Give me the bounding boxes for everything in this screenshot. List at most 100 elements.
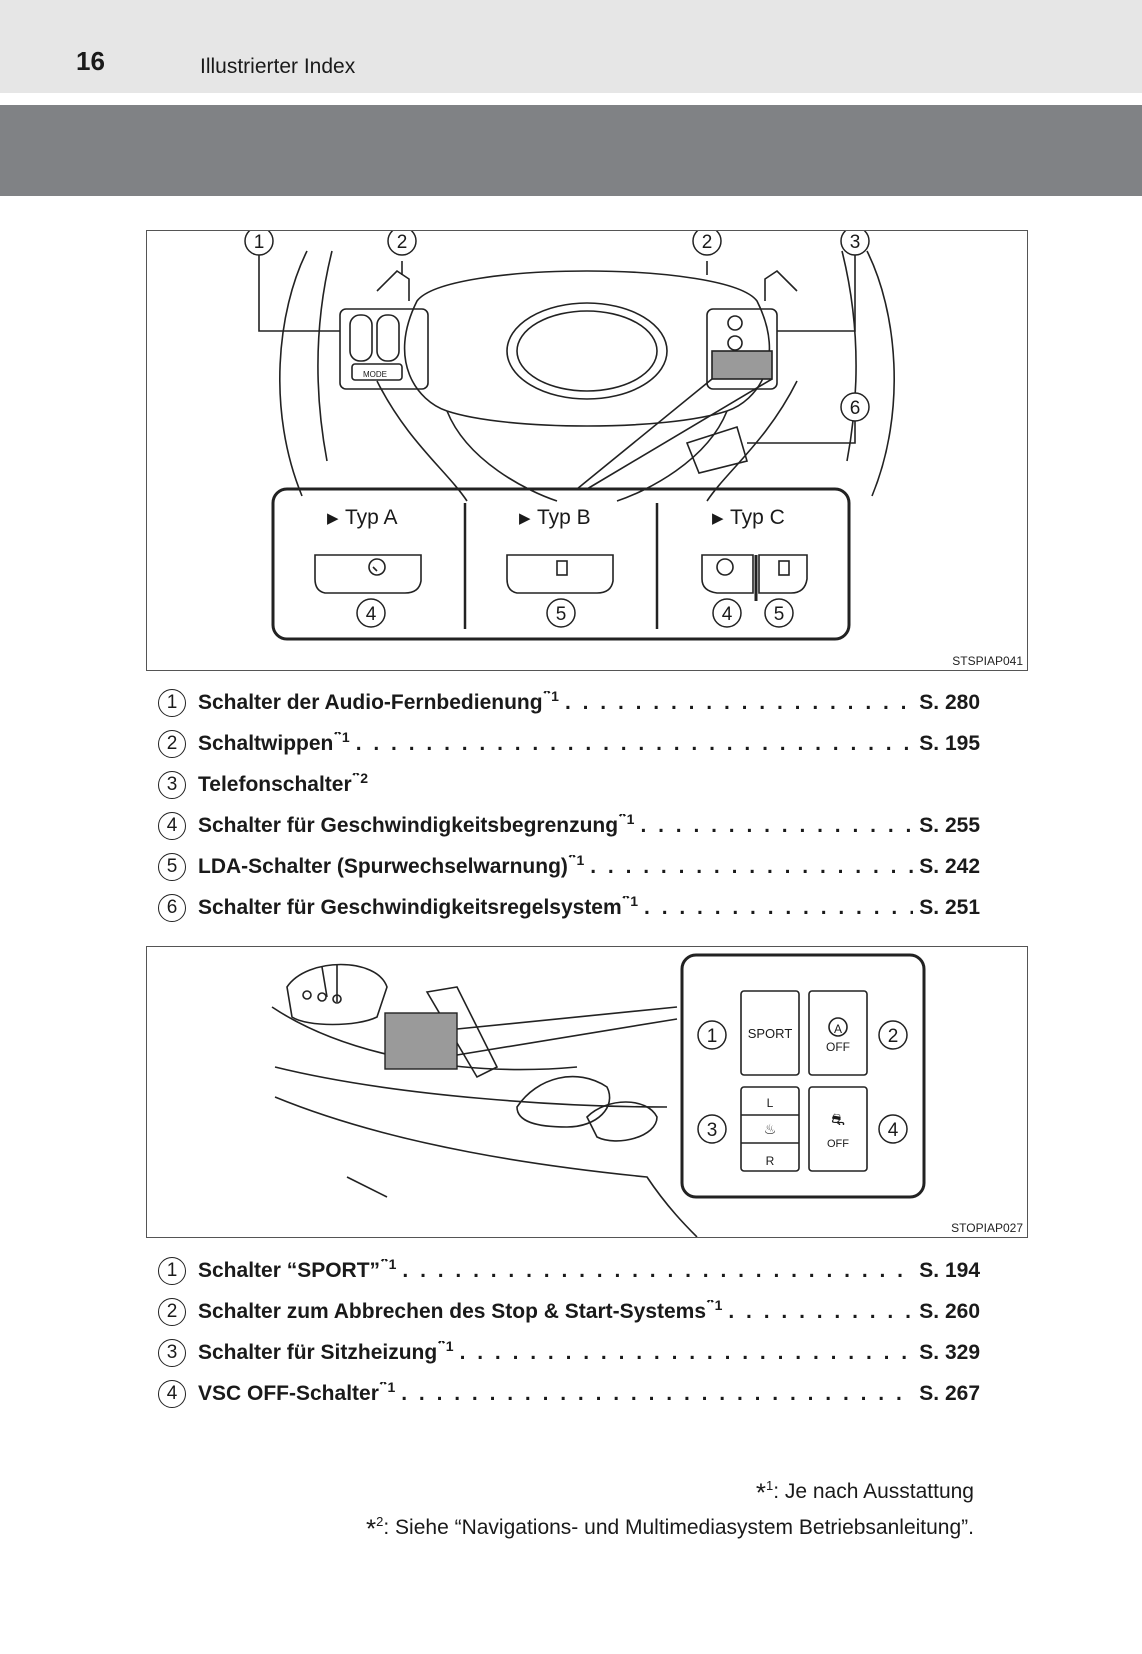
item-label: Schaltwippen*1 [198, 732, 350, 756]
item-entry: Schaltwippen*1. . . . . . . . . . . . . … [198, 732, 980, 756]
callout-4-typ-c-label: 4 [722, 604, 733, 625]
dot-leader: . . . . . . . . . . . . . . . . . . . . … [401, 1381, 913, 1405]
callout-1-label: 1 [707, 1026, 718, 1047]
item-label: Telefonschalter*2 [198, 773, 368, 797]
callout-2-label: 2 [888, 1026, 899, 1047]
list-item: 2 Schalter zum Abbrechen des Stop & Start… [158, 1291, 980, 1332]
item-number: 6 [158, 893, 186, 922]
panel-label-typ-c: Typ C [730, 506, 785, 529]
steering-wheel-illustration: 1 2 2 3 6 4 5 4 5 ▶ Typ A ▶ Typ B ▶ Typ … [244, 231, 895, 641]
seat-heater-l-label: L [767, 1096, 774, 1110]
sport-switch-label: SPORT [748, 1026, 793, 1041]
callout-1 [244, 231, 274, 256]
callout-4 [878, 1114, 908, 1144]
callout-5-typ-c-label: 5 [774, 604, 785, 625]
item-entry: Schalter der Audio-Fernbedienung*1. . . … [198, 691, 980, 715]
item-number: 4 [158, 1379, 186, 1408]
callout-1-label: 1 [254, 232, 265, 253]
highlighted-switch-cluster [384, 1012, 458, 1070]
page-reference: S. 251 [919, 895, 980, 919]
callout-6 [840, 392, 870, 422]
footnote-text: : Siehe “Navigations- und Multimediasyst… [383, 1516, 974, 1540]
panel-label-typ-b: Typ B [537, 506, 591, 529]
item-number: 1 [158, 688, 186, 717]
console-illustration: 1 2 3 4 SPORT A OFF L ♨ R ⛐ OFF [271, 953, 926, 1237]
footnote-line: *2: Siehe “Navigations- und Multimediasy… [366, 1513, 974, 1544]
item-entry: LDA-Schalter (Spurwechselwarnung)*1. . .… [198, 855, 980, 879]
play-marker-icon: ▶ [712, 510, 724, 527]
section-banner [0, 105, 1142, 196]
item-label: Schalter für Sitzheizung*1 [198, 1341, 454, 1365]
footnote-marker: *1 [567, 854, 585, 870]
footnote-marker: *1 [333, 731, 350, 747]
item-number: 2 [158, 1297, 186, 1326]
footnote-line: *1: Je nach Ausstattung [755, 1477, 974, 1508]
item-number: 4 [158, 811, 186, 840]
page-reference: S. 329 [919, 1340, 980, 1364]
footnote-marker: *1 [378, 1381, 396, 1397]
item-number: 5 [158, 852, 186, 881]
item-label: Schalter für Geschwindigkeitsbegrenzung*… [198, 814, 634, 838]
item-entry: VSC OFF-Schalter*1. . . . . . . . . . . … [198, 1382, 980, 1406]
list-item: 5 LDA-Schalter (Spurwechselwarnung)*1. . … [158, 846, 980, 887]
item-entry: Schalter für Geschwindigkeitsbegrenzung*… [198, 814, 980, 838]
seat-heater-icon: ♨ [764, 1121, 777, 1137]
callout-2 [878, 1020, 908, 1050]
callout-5-typ-b-label: 5 [556, 604, 567, 625]
dot-leader: . . . . . . . . . . . . . . . . . . . . … [640, 813, 913, 837]
list-item: 3 Telefonschalter*2 [158, 764, 980, 805]
console-figure: 1 2 3 4 SPORT A OFF L ♨ R ⛐ OFF STOPIAP0… [146, 946, 1028, 1238]
dot-leader: . . . . . . . . . . . . . . . . . . . . … [355, 731, 914, 755]
item-number: 3 [158, 770, 186, 799]
item-label: LDA-Schalter (Spurwechselwarnung)*1 [198, 855, 584, 879]
dot-leader: . . . . . . . . . . . . . . . . . . . . … [728, 1299, 914, 1323]
item-label: Schalter der Audio-Fernbedienung*1 [198, 691, 559, 715]
dot-leader: . . . . . . . . . . . . . . . . . . . . … [564, 690, 913, 714]
section-title: Illustrierter Index [200, 55, 356, 78]
steering-wheel-figure: 1 2 2 3 6 4 5 4 5 ▶ Typ A ▶ Typ B ▶ Typ … [146, 230, 1028, 671]
footnote-text: : Je nach Ausstattung [773, 1480, 974, 1503]
dot-leader: . . . . . . . . . . . . . . . . . . . . … [459, 1340, 914, 1364]
item-entry: Schalter für Sitzheizung*1. . . . . . . … [198, 1341, 980, 1365]
footnotes: *1: Je nach Ausstattung *2: Siehe “Naviga… [366, 1471, 974, 1544]
page-reference: S. 255 [919, 813, 980, 837]
page-reference: S. 194 [919, 1258, 980, 1282]
callout-6-label: 6 [850, 398, 861, 419]
footnote-marker: *1 [621, 895, 639, 911]
header-bar: 16 Illustrierter Index [0, 0, 1142, 93]
callout-4-typ-a-label: 4 [366, 604, 377, 625]
footnote-marker: *1 [380, 1258, 397, 1274]
callout-2-right [692, 231, 722, 256]
list-item: 4 Schalter für Geschwindigkeitsbegrenzung… [158, 805, 980, 846]
dot-leader: . . . . . . . . . . . . . . . . . . . . … [402, 1258, 913, 1282]
item-label: Schalter “SPORT”*1 [198, 1259, 396, 1283]
play-marker-icon: ▶ [519, 510, 531, 527]
figure-code: STSPIAP041 [952, 654, 1023, 668]
page-reference: S. 260 [919, 1299, 980, 1323]
list-item: 4 VSC OFF-Schalter*1. . . . . . . . . . .… [158, 1373, 980, 1414]
item-entry: Schalter zum Abbrechen des Stop & Start-… [198, 1300, 980, 1324]
seat-heater-r-label: R [766, 1154, 775, 1168]
play-marker-icon: ▶ [327, 510, 339, 527]
footnote-marker: *1 [437, 1340, 454, 1356]
list-item: 1 Schalter der Audio-Fernbedienung*1. . .… [158, 682, 980, 723]
item-label: Schalter zum Abbrechen des Stop & Start-… [198, 1300, 722, 1324]
callout-3-label: 3 [850, 232, 861, 253]
footnote-marker: *1 [542, 690, 559, 706]
item-label: Schalter für Geschwindigkeitsregelsystem… [198, 896, 638, 920]
callout-5-typ-c [764, 598, 794, 628]
item-entry: Telefonschalter*2 [198, 773, 980, 797]
callout-5-typ-b [546, 598, 576, 628]
page-reference: S. 195 [919, 731, 980, 755]
page-reference: S. 267 [919, 1381, 980, 1405]
item-number: 1 [158, 1256, 186, 1285]
callout-2-left-label: 2 [397, 232, 408, 253]
item-entry: Schalter “SPORT”*1. . . . . . . . . . . … [198, 1259, 980, 1283]
callout-1 [697, 1020, 727, 1050]
dot-leader: . . . . . . . . . . . . . . . . . . . . … [644, 895, 913, 919]
footnote-marker: *1 [618, 813, 635, 829]
item-label: VSC OFF-Schalter*1 [198, 1382, 395, 1406]
